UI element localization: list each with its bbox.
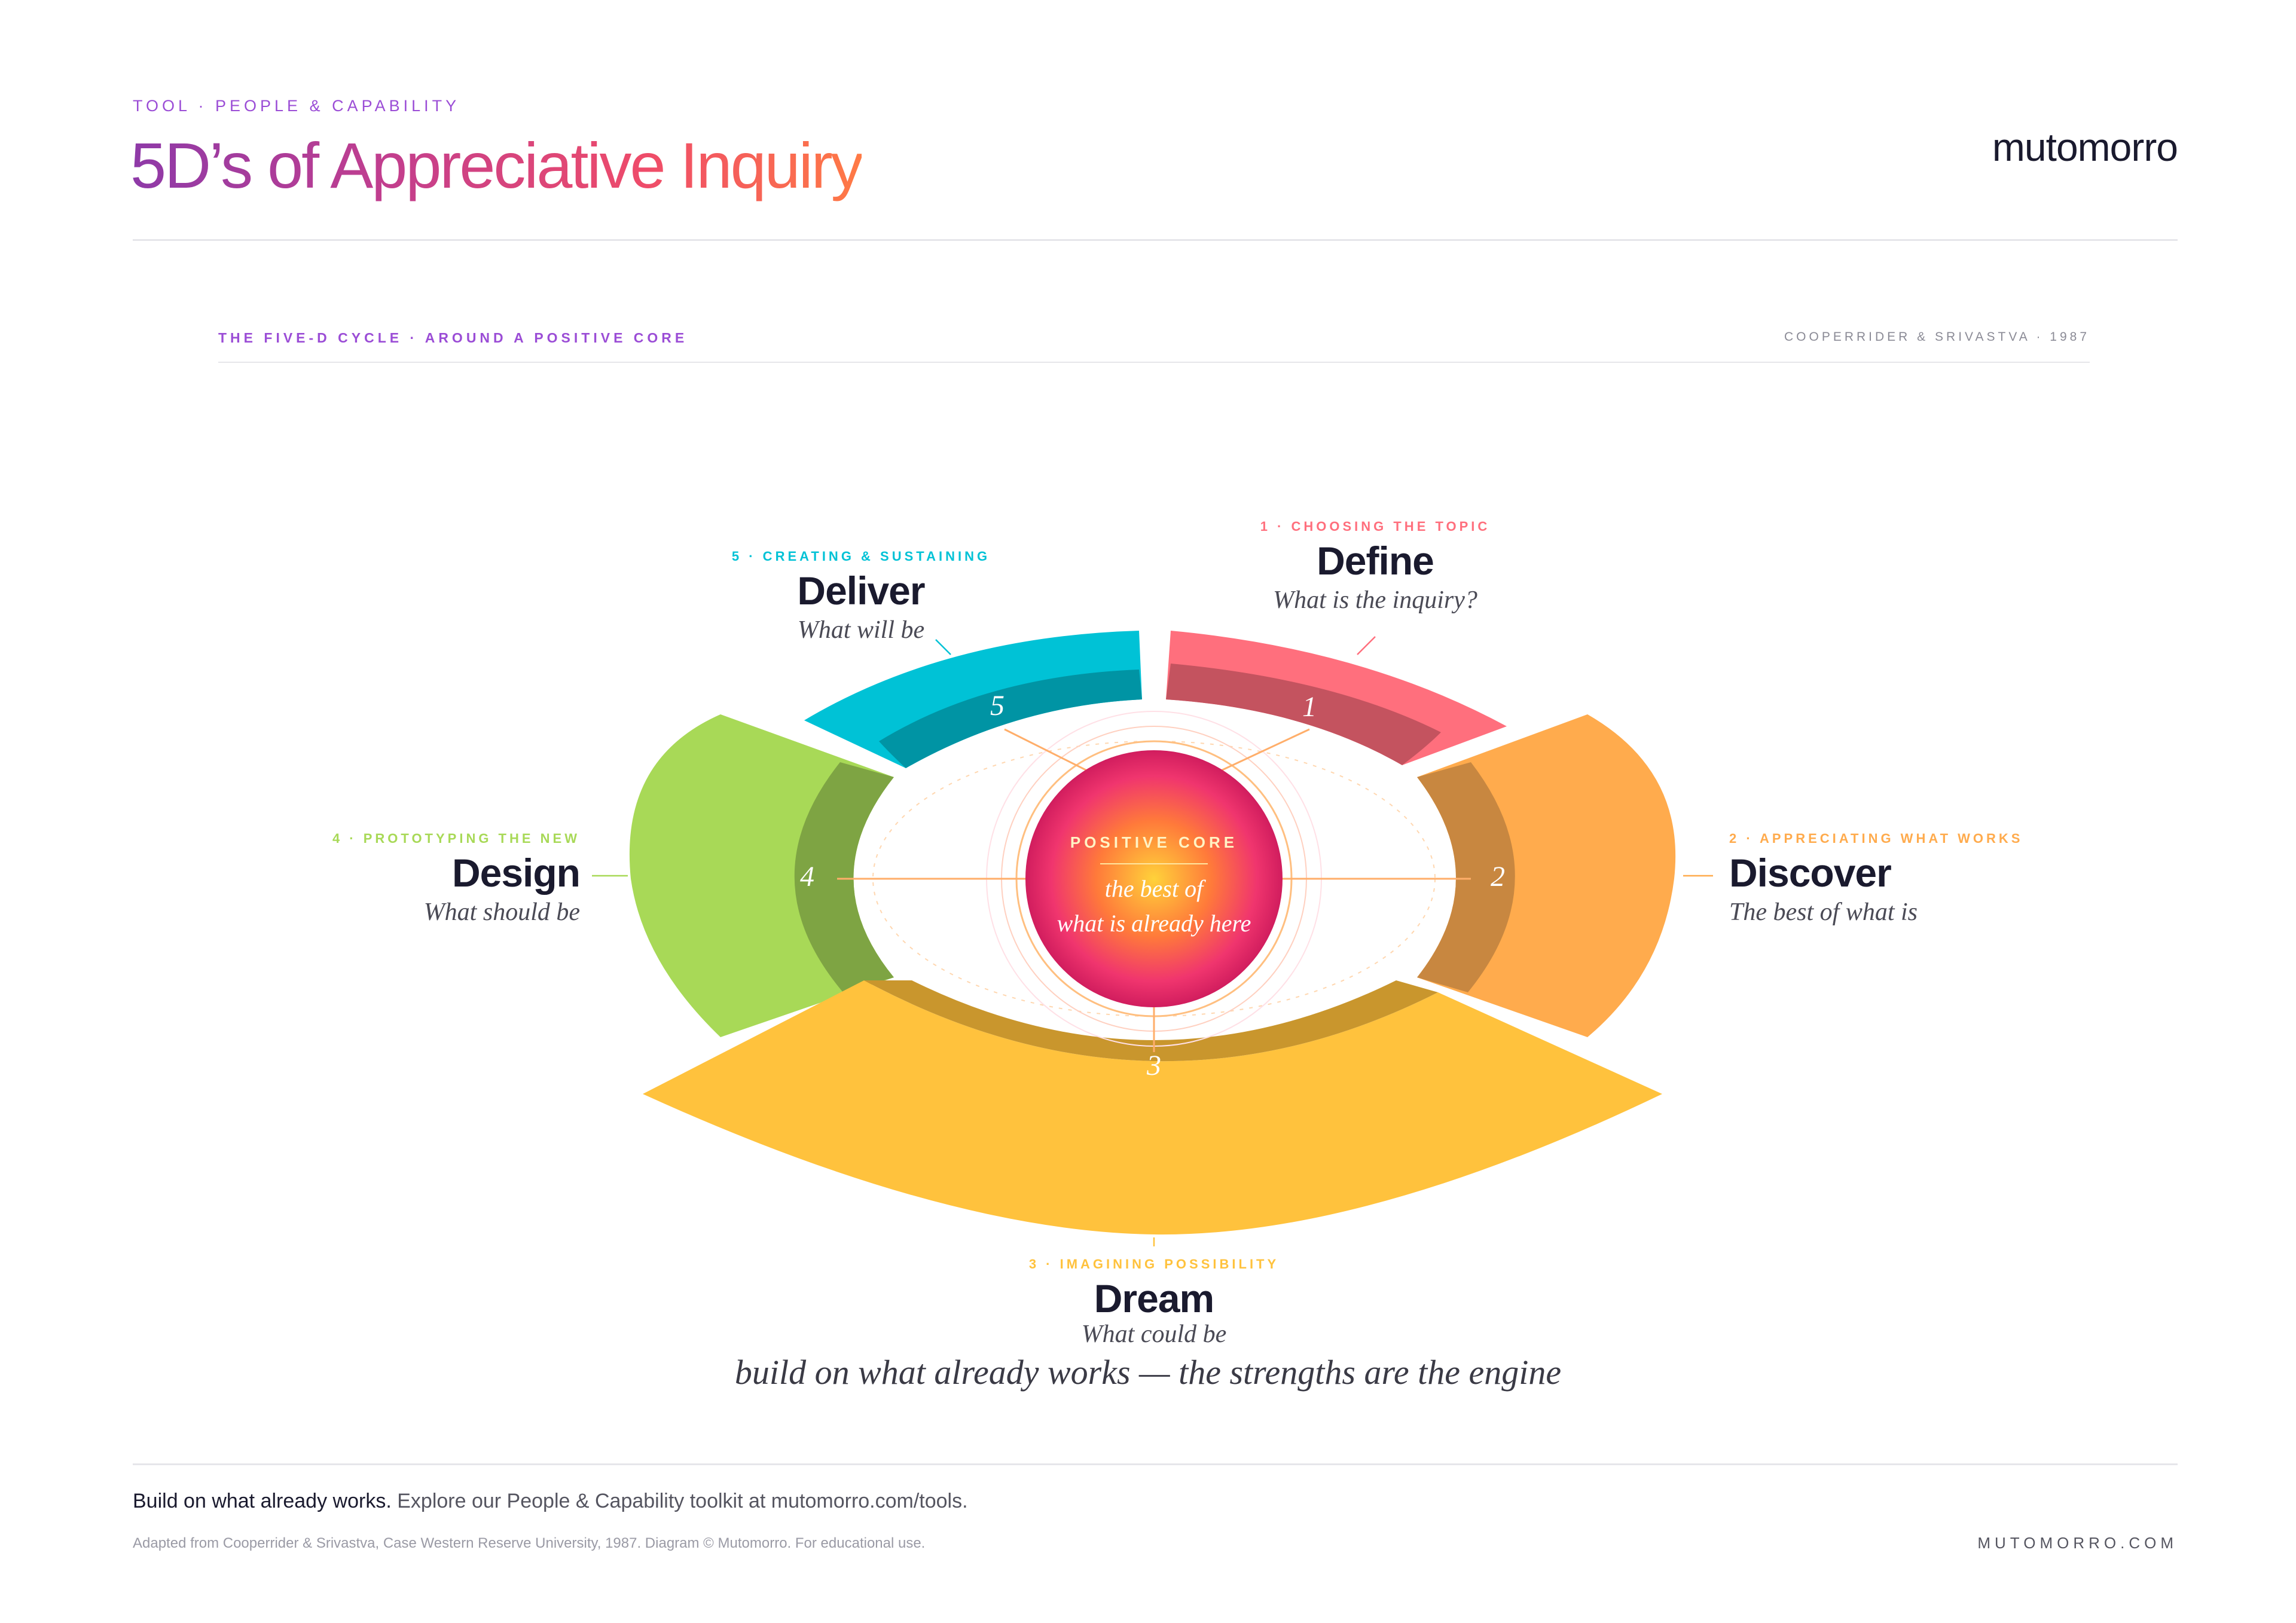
subheader-divider <box>218 362 2090 363</box>
segment-design[interactable] <box>629 714 894 1037</box>
positive-core-circle <box>1025 750 1283 1007</box>
segment-number-4: 4 <box>800 861 814 893</box>
stage-dream-name: Dream <box>1094 1276 1214 1321</box>
core-label: POSITIVE CORE <box>1070 833 1238 851</box>
footer-cta: Build on what already works. Explore our… <box>133 1490 968 1513</box>
footer-attribution: Adapted from Cooperrider & Srivastva, Ca… <box>133 1535 926 1551</box>
footer-lead: Build on what already works. <box>133 1490 392 1512</box>
stage-define-name: Define <box>1317 539 1434 583</box>
stage-dream-kicker: 3 · IMAGINING POSSIBILITY <box>1028 1257 1280 1271</box>
stage-define-kicker: 1 · CHOOSING THE TOPIC <box>1260 519 1491 534</box>
segment-dream[interactable] <box>643 980 1662 1235</box>
stage-deliver-question: What will be <box>797 616 925 644</box>
segment-number-3: 3 <box>1146 1050 1161 1081</box>
footer-divider <box>133 1463 2178 1465</box>
footer-toolkit-link[interactable]: Explore our People & Capability toolkit … <box>397 1490 968 1512</box>
core-line-2: what is already here <box>1057 910 1251 937</box>
stage-design-kicker: 4 · PROTOTYPING THE NEW <box>332 831 580 846</box>
segment-define[interactable] <box>1166 631 1507 765</box>
source-credit: COOPERRIDER & SRIVASTVA · 1987 <box>1784 330 2090 344</box>
stage-discover-name: Discover <box>1729 851 1892 895</box>
stage-discover-question: The best of what is <box>1729 898 1918 926</box>
stage-discover-label[interactable]: 2 · APPRECIATING WHAT WORKS Discover The… <box>1729 831 2088 927</box>
stage-discover-kicker: 2 · APPRECIATING WHAT WORKS <box>1729 831 2023 846</box>
segment-deliver[interactable] <box>804 631 1142 768</box>
stage-define-label[interactable]: 1 · CHOOSING THE TOPIC Define What is th… <box>1232 519 1519 615</box>
page-title: 5D’s of Appreciative Inquiry <box>130 129 863 201</box>
stage-dream-question: What could be <box>1081 1321 1227 1348</box>
stage-design-label[interactable]: 4 · PROTOTYPING THE NEW Design What shou… <box>221 831 581 927</box>
stage-deliver-name: Deliver <box>797 568 925 613</box>
spokes <box>837 728 1471 1052</box>
stage-design-name: Design <box>451 851 581 895</box>
stage-deliver-kicker: 5 · CREATING & SUSTAINING <box>731 549 991 564</box>
segment-number-5: 5 <box>990 690 1004 722</box>
tool-category-label: TOOL · PEOPLE & CAPABILITY <box>133 97 460 115</box>
leader-deliver <box>935 639 951 655</box>
brand-logo[interactable]: mutomorro <box>1992 125 2178 169</box>
diagram-subtitle: THE FIVE-D CYCLE · AROUND A POSITIVE COR… <box>218 330 688 346</box>
stage-deliver-label[interactable]: 5 · CREATING & SUSTAINING Deliver What w… <box>664 549 1058 644</box>
segment-number-1: 1 <box>1302 691 1317 723</box>
core-line-1: the best of <box>1105 875 1206 902</box>
leader-define <box>1357 636 1376 655</box>
segment-discover[interactable] <box>1417 714 1676 1037</box>
segment-number-2: 2 <box>1491 861 1505 893</box>
stage-define-question: What is the inquiry? <box>1273 586 1477 614</box>
footer-website-link[interactable]: MUTOMORRO.COM <box>1977 1534 2178 1552</box>
diagram-tagline: build on what already works — the streng… <box>734 1353 1562 1392</box>
header-divider <box>133 239 2178 241</box>
stage-design-question: What should be <box>423 898 580 926</box>
stage-dream-label[interactable]: 3 · IMAGINING POSSIBILITY Dream What cou… <box>981 1257 1327 1349</box>
